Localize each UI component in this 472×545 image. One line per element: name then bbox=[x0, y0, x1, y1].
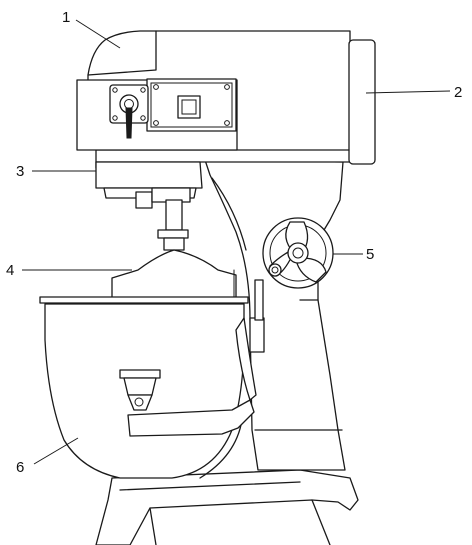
callout-6: 6 bbox=[16, 459, 24, 476]
leader-lines bbox=[22, 19, 451, 465]
handwheel bbox=[262, 217, 334, 289]
bowl-guard bbox=[111, 249, 237, 303]
bowl-bracket bbox=[119, 369, 161, 411]
callout-1: 1 bbox=[62, 9, 70, 26]
callout-3: 3 bbox=[16, 163, 24, 180]
leader-1 bbox=[75, 19, 121, 49]
mixer-head bbox=[76, 30, 376, 169]
bowl-lift-arm bbox=[127, 279, 265, 437]
leader-2 bbox=[365, 90, 451, 94]
callout-2: 2 bbox=[454, 84, 462, 101]
agitator-shaft bbox=[157, 199, 189, 251]
attachment-hub bbox=[95, 161, 203, 209]
callout-4: 4 bbox=[6, 262, 14, 279]
callouts: 1 2 3 4 5 6 bbox=[6, 9, 462, 476]
callout-5: 5 bbox=[366, 246, 374, 263]
base-legs bbox=[95, 469, 359, 545]
leader-6 bbox=[33, 437, 79, 465]
